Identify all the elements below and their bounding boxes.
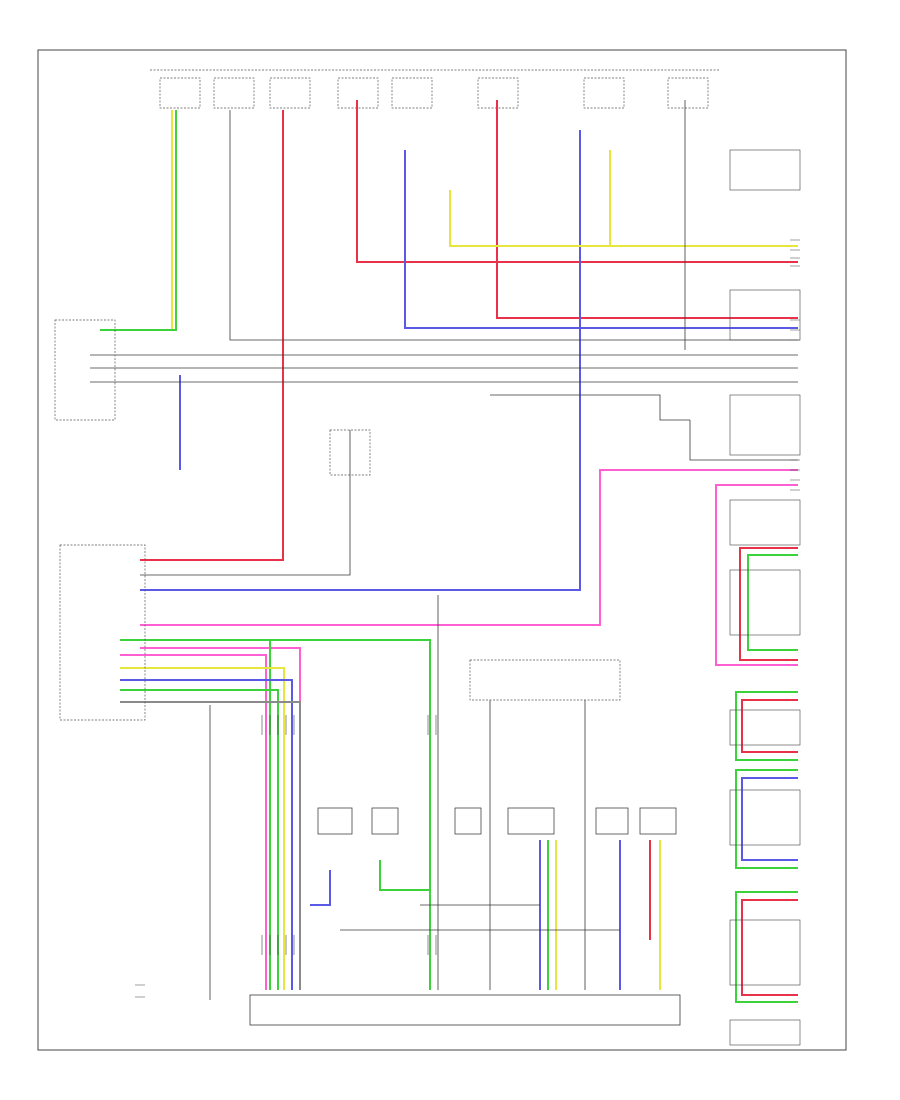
legend bbox=[135, 984, 145, 998]
left-harness-bundle bbox=[120, 639, 301, 990]
pin-ticks bbox=[261, 239, 800, 955]
component-boxes bbox=[54, 149, 801, 1046]
lower-module-wires bbox=[209, 700, 661, 1000]
wire-runs bbox=[90, 100, 798, 990]
right-side-wires bbox=[715, 484, 798, 1003]
top-fuse-row bbox=[150, 69, 720, 109]
diagram-frame bbox=[37, 49, 847, 1051]
